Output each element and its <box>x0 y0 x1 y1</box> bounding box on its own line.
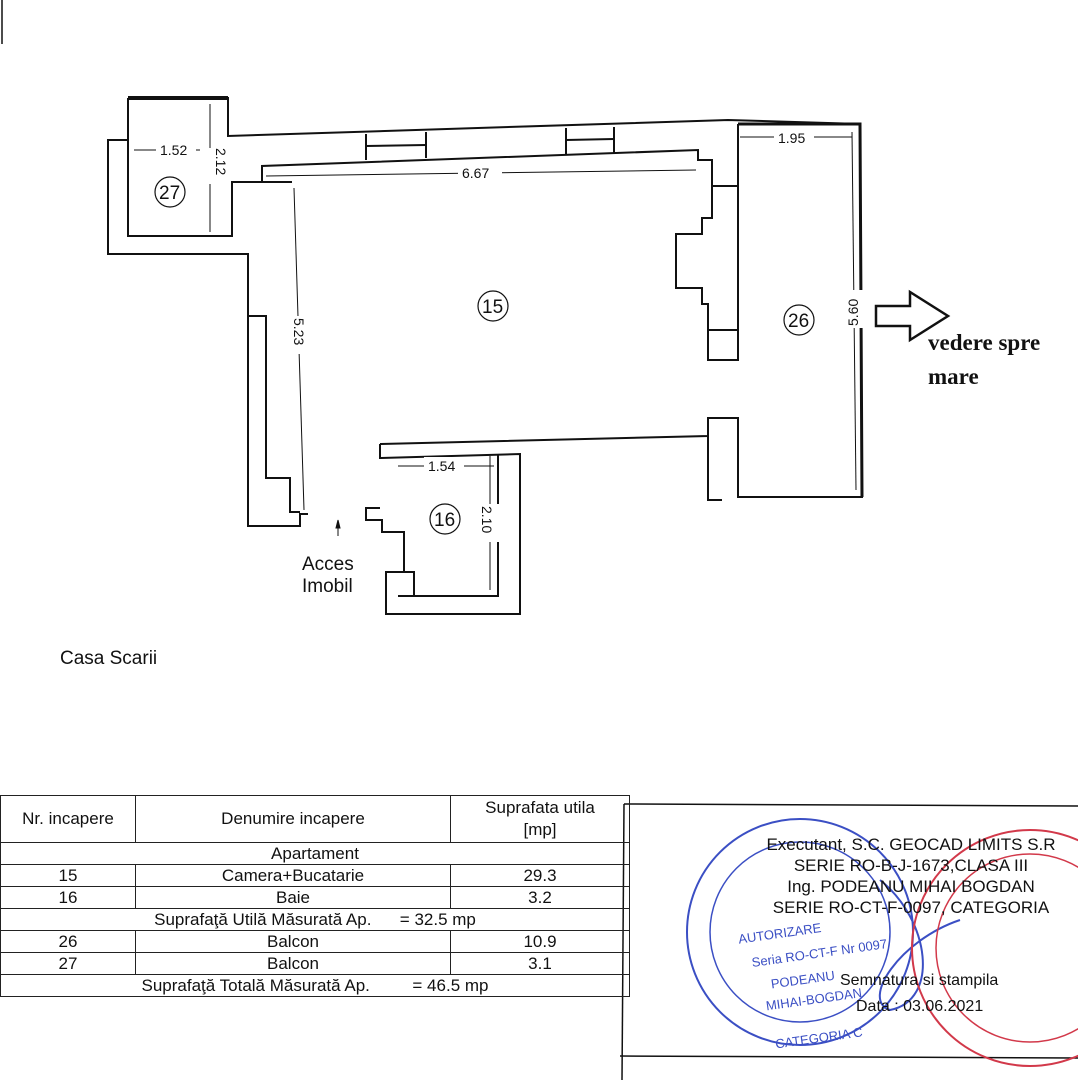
rooms-table: Nr. incapere Denumire incapere Suprafata… <box>0 795 630 997</box>
view-label-line: mare <box>928 364 979 389</box>
red-stamp-icon <box>911 829 1078 1067</box>
header-area-unit: [mp] <box>523 820 557 839</box>
dim-label: 1.52 <box>160 142 187 158</box>
header-nr: Nr. incapere <box>0 795 136 843</box>
room-number: 16 <box>434 510 455 531</box>
cell-name: Balcon <box>135 952 451 975</box>
room-number: 15 <box>482 297 503 318</box>
table-section-row: Apartament <box>0 842 630 865</box>
cell-area: 3.2 <box>450 886 630 909</box>
cell-name: Balcon <box>135 930 451 953</box>
access-label-line: Acces <box>302 554 354 575</box>
executant-block: Executant, S.C. GEOCAD LIMITS S.R SERIE … <box>744 834 1078 918</box>
table-row: 26 Balcon 10.9 <box>0 930 630 953</box>
total-value: = 46.5 mp <box>412 975 489 995</box>
cell-area: 3.1 <box>450 952 630 975</box>
table-total-row: Suprafaţă Totală Măsurată Ap. = 46.5 mp <box>0 974 630 997</box>
header-area: Suprafata utila [mp] <box>450 795 630 843</box>
executant-line: Ing. PODEANU MIHAI BOGDAN <box>787 877 1035 896</box>
dim-label: 5.23 <box>291 318 307 345</box>
signature-date: Data : 03.06.2021 <box>856 998 984 1015</box>
view-arrow-icon <box>874 289 951 343</box>
access-label-line: Imobil <box>302 576 353 597</box>
table-row: 15 Camera+Bucatarie 29.3 <box>0 864 630 887</box>
table-row: 27 Balcon 3.1 <box>0 952 630 975</box>
dim-label: 2.10 <box>479 506 495 533</box>
cell-name: Camera+Bucatarie <box>135 864 451 887</box>
stamp-line: CATEGORIA C <box>774 1024 863 1051</box>
dimension-labels: 1.52 2.12 6.67 5.23 1.95 5.60 1.54 2.10 <box>156 129 864 542</box>
executant-line: SERIE RO-CT-F-0097, CATEGORIA <box>772 898 1050 917</box>
view-label-line: vedere spre <box>928 330 1041 355</box>
room-circles <box>154 176 815 535</box>
total-label: Suprafaţă Totală Măsurată Ap. <box>141 975 370 995</box>
subtotal-label: Suprafaţă Utilă Măsurată Ap. <box>154 909 372 929</box>
room-number: 27 <box>159 183 180 204</box>
dim-label: 2.12 <box>213 148 229 175</box>
room-number: 26 <box>788 311 809 332</box>
signature-label: Semnatura si stampila <box>840 972 999 989</box>
executant-line: Executant, S.C. GEOCAD LIMITS S.R <box>766 835 1056 854</box>
subtotal-cell: Suprafaţă Utilă Măsurată Ap. = 32.5 mp <box>0 908 630 931</box>
stamp-line: PODEANU <box>770 968 836 992</box>
cell-nr: 27 <box>0 952 136 975</box>
stair-label: Casa Scarii <box>60 648 158 669</box>
table-subtotal-row: Suprafaţă Utilă Măsurată Ap. = 32.5 mp <box>0 908 630 931</box>
table-header-row: Nr. incapere Denumire incapere Suprafata… <box>0 795 630 843</box>
executant-line: SERIE RO-B-J-1673,CLASA III <box>793 856 1029 875</box>
access-label: Acces Imobil <box>302 554 354 598</box>
cell-nr: 15 <box>0 864 136 887</box>
section-label: Apartament <box>0 842 630 865</box>
total-cell: Suprafaţă Totală Măsurată Ap. = 46.5 mp <box>0 974 630 997</box>
header-name: Denumire incapere <box>135 795 451 843</box>
cell-area: 10.9 <box>450 930 630 953</box>
dim-label: 1.54 <box>428 458 455 474</box>
view-label: vedere spre mare <box>928 326 1040 394</box>
header-area-line: Suprafata utila <box>485 798 595 817</box>
dim-label: 6.67 <box>462 165 489 181</box>
cell-name: Baie <box>135 886 451 909</box>
cell-nr: 26 <box>0 930 136 953</box>
dim-label: 5.60 <box>845 299 861 326</box>
dim-label: 1.95 <box>778 130 805 146</box>
table-row: 16 Baie 3.2 <box>0 886 630 909</box>
stamp-line: AUTORIZARE <box>737 920 822 947</box>
walls <box>107 96 864 615</box>
cell-nr: 16 <box>0 886 136 909</box>
subtotal-value: = 32.5 mp <box>399 909 476 929</box>
cell-area: 29.3 <box>450 864 630 887</box>
